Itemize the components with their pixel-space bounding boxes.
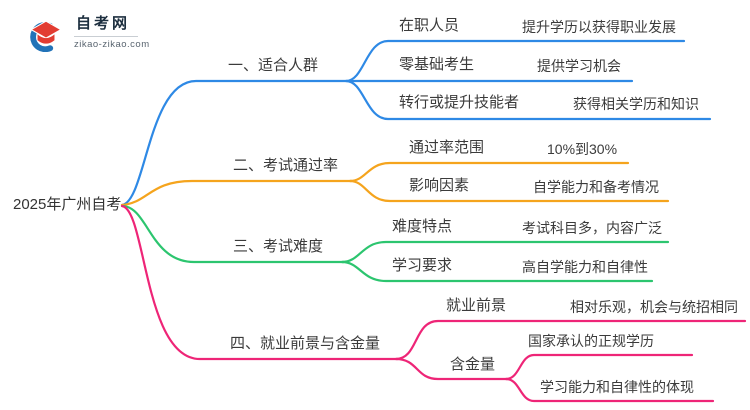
branch-3-child-2-label: 学习要求 [392, 257, 453, 274]
branch-3-child-1-label: 难度特点 [392, 218, 453, 235]
branch-4-child-1-label: 就业前景 [446, 297, 507, 314]
branch-4-child-2-label: 含金量 [450, 356, 496, 373]
logo-text: 自考网 zikao-zikao.com [74, 14, 150, 50]
branch-1-child-3-label: 转行或提升技能者 [399, 94, 520, 111]
branch-1-label: 一、适合人群 [228, 57, 319, 74]
branch-1-child-2-label: 零基础考生 [399, 56, 475, 73]
root-node: 2025年广州自考 [13, 196, 122, 213]
branch-1-child-3-leaf: 获得相关学历和知识 [573, 96, 699, 112]
branch-1-child-1-label: 在职人员 [399, 17, 460, 34]
branch-4-child-2-leaf-1: 国家承认的正规学历 [528, 333, 654, 349]
branch-1-child-1-leaf: 提升学历以获得职业发展 [522, 19, 676, 35]
branch-3-label: 三、考试难度 [233, 238, 324, 255]
logo-divider [74, 36, 138, 37]
site-url: zikao-zikao.com [74, 39, 150, 50]
branch-2-child-1-label: 通过率范围 [409, 139, 485, 156]
site-name: 自考网 [76, 15, 131, 32]
branch-2-child-1-leaf: 10%到30% [547, 141, 618, 157]
branch-4-connector [120, 204, 747, 403]
branch-4-child-2-leaf-2: 学习能力和自律性的体现 [540, 379, 694, 395]
branch-2-child-2-label: 影响因素 [409, 177, 470, 194]
branch-1-connector [120, 39, 712, 207]
branch-4-child-1-leaf: 相对乐观，机会与统招相同 [570, 299, 738, 315]
branch-4-label: 四、就业前景与含金量 [230, 335, 381, 352]
branch-3-connector [120, 204, 670, 283]
branch-2-connector [120, 161, 670, 207]
branch-1-child-2-leaf: 提供学习机会 [537, 58, 621, 74]
branch-2-label: 二、考试通过率 [233, 157, 339, 174]
branch-3-child-2-leaf: 高自学能力和自律性 [522, 259, 648, 275]
graduation-cap-icon [30, 20, 62, 52]
site-logo: 自考网 zikao-zikao.com [28, 14, 150, 52]
branch-2-child-2-leaf: 自学能力和备考情况 [533, 179, 659, 195]
branch-3-child-1-leaf: 考试科目多，内容广泛 [522, 220, 662, 236]
